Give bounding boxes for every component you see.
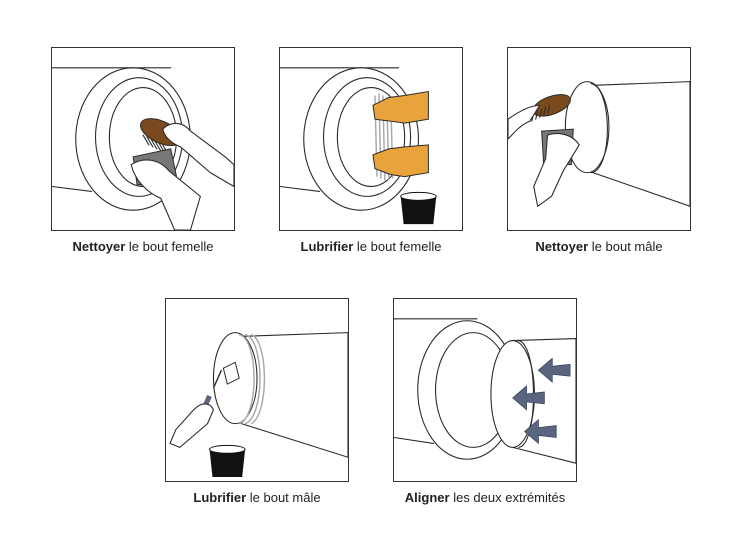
step-4-panel [165, 298, 349, 482]
step-1-verb: Nettoyer [72, 239, 126, 254]
step-2-verb: Lubrifier [300, 239, 354, 254]
clean-male-end-illustration [508, 81, 690, 207]
hand-icon [169, 403, 215, 448]
lubricate-male-end-illustration [169, 332, 348, 478]
lubricant-pot-icon [400, 191, 437, 225]
step-1-panel [51, 47, 235, 231]
step-3-rest: le bout mâle [588, 239, 663, 254]
step-2-rest: le bout femelle [353, 239, 442, 254]
step-3-verb: Nettoyer [535, 239, 589, 254]
step-3-panel [507, 47, 691, 231]
lubricant-pot-icon [209, 444, 246, 478]
step-4-verb: Lubrifier [193, 490, 247, 505]
glove-icon [372, 90, 429, 178]
step-3-caption: Nettoyer le bout mâle [535, 239, 662, 254]
step-1-caption: Nettoyer le bout femelle [73, 239, 214, 254]
rag-icon [533, 128, 580, 207]
align-ends-illustration [394, 318, 576, 464]
step-5-caption: Aligner les deux extrémités [405, 490, 565, 505]
lubricant-streaks [238, 333, 266, 425]
step-5-panel [393, 298, 577, 482]
clean-female-end-illustration [52, 67, 234, 230]
step-2-caption: Lubrifier le bout femelle [301, 239, 442, 254]
lubricate-female-end-illustration [280, 67, 437, 225]
step-2-panel [279, 47, 463, 231]
step-5-rest: les deux extrémités [449, 490, 566, 505]
step-4-rest: le bout mâle [246, 490, 321, 505]
step-5-verb: Aligner [404, 490, 450, 505]
step-4-caption: Lubrifier le bout mâle [193, 490, 320, 505]
hand-icon [162, 122, 234, 188]
lubricant-streaks [374, 93, 394, 181]
rag-icon [130, 148, 201, 230]
step-1-rest: le bout femelle [125, 239, 214, 254]
arrow-icon [512, 357, 571, 445]
hand-icon [508, 104, 541, 140]
